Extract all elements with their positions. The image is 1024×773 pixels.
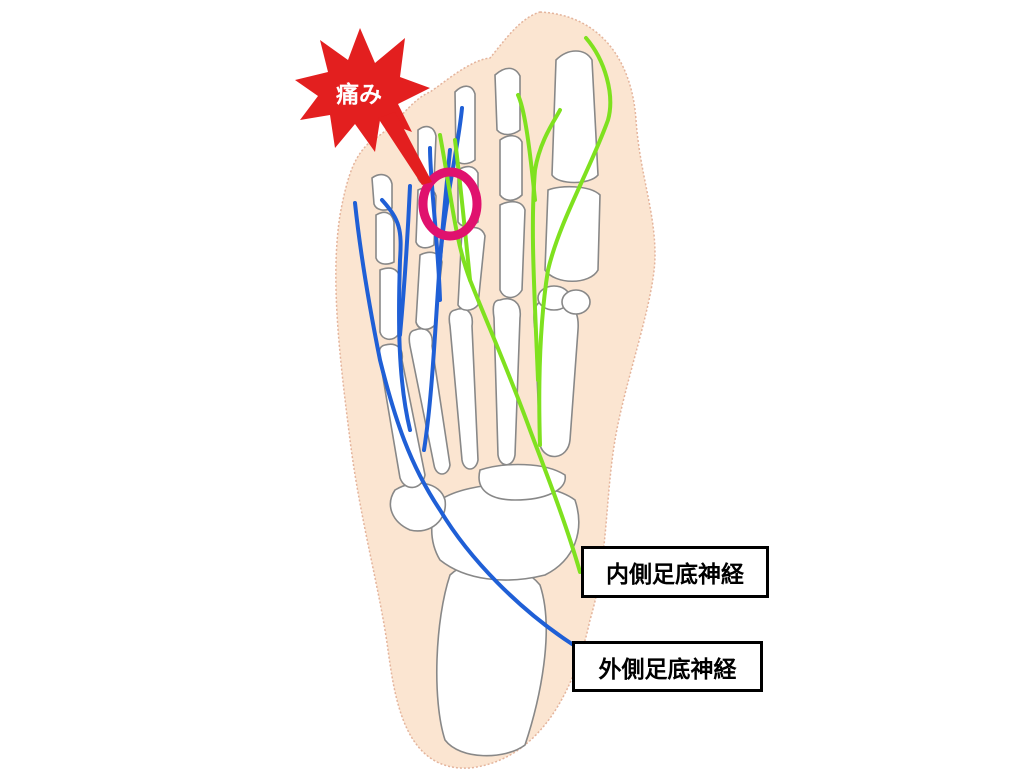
toe-2-distal <box>494 67 521 136</box>
navicular-bone <box>478 463 566 501</box>
toe-5-proximal <box>379 267 401 341</box>
sesamoid-bone <box>561 289 591 315</box>
toe-1-proximal <box>544 185 601 282</box>
toe-2-middle <box>499 134 523 202</box>
metatarsal-2 <box>492 298 522 466</box>
toe-1-distal <box>551 50 599 184</box>
calcaneus-bone <box>435 561 547 757</box>
toe-2-proximal <box>499 200 526 299</box>
medial-plantar-nerve <box>438 36 613 574</box>
pain-location-ring <box>418 167 482 241</box>
toe-5-distal <box>371 173 393 211</box>
lateral-plantar-nerve-label: 外側足底神経 <box>572 641 763 692</box>
metatarsal-3 <box>448 308 479 470</box>
toe-5-middle <box>375 211 395 265</box>
medial-plantar-nerve-label: 内側足底神経 <box>581 546 769 598</box>
pain-burst-icon <box>295 28 432 185</box>
pain-label: 痛み <box>336 82 382 108</box>
